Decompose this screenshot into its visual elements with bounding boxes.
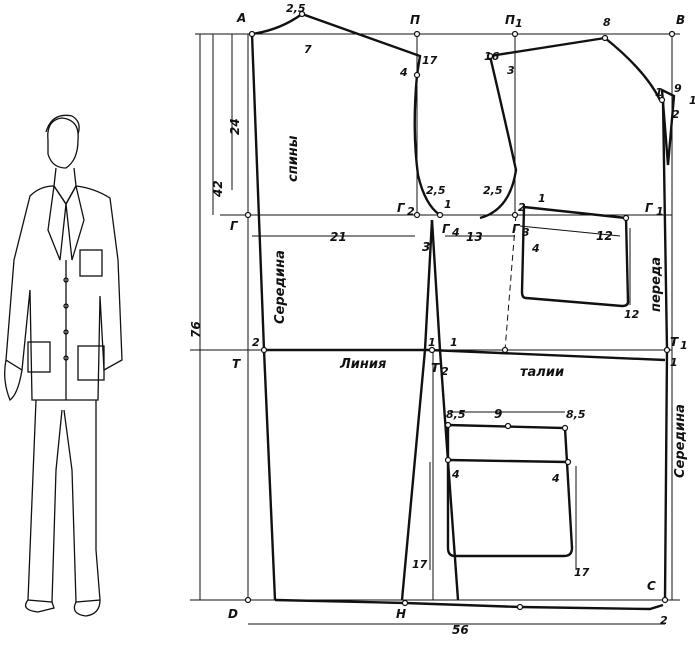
waist-label-2: талии — [520, 365, 564, 380]
point-H: Н — [396, 607, 406, 621]
svg-text:2,5: 2,5 — [483, 184, 503, 197]
jacket-figure-illustration — [4, 114, 123, 617]
svg-text:1: 1 — [670, 356, 678, 369]
svg-text:2: 2 — [660, 614, 668, 627]
svg-text:2: 2 — [252, 336, 260, 349]
dimension-labels: 42 24 76 21 3 13 56 12 9 — [189, 118, 613, 637]
back-center-label-2: Середина — [273, 250, 288, 324]
dim-21: 21 — [330, 230, 347, 244]
dim-56: 56 — [452, 623, 469, 637]
svg-text:4: 4 — [451, 468, 460, 481]
svg-text:8,5: 8,5 — [566, 408, 586, 421]
svg-text:1: 1 — [444, 198, 452, 211]
svg-text:2: 2 — [518, 201, 526, 214]
svg-text:1: 1 — [655, 86, 663, 99]
reference-points — [244, 10, 676, 611]
back-center-label-1: спины — [286, 135, 301, 182]
svg-text:9: 9 — [674, 82, 682, 95]
svg-text:2: 2 — [672, 108, 680, 121]
svg-text:17: 17 — [412, 558, 428, 571]
point-G3: Г — [512, 222, 521, 236]
dim-3: 3 — [422, 240, 430, 254]
dim-24: 24 — [228, 118, 242, 135]
measurement-marks: 2,5 7 17 4 16 3 8 9 1 1 2 2,5 1 2,5 2 1 … — [252, 2, 695, 627]
svg-text:1: 1 — [656, 205, 664, 218]
svg-text:8: 8 — [603, 16, 611, 29]
svg-text:16: 16 — [484, 50, 500, 63]
pocket-flap-lines — [432, 225, 621, 600]
point-A: А — [236, 11, 246, 25]
waist-labels: Линия талии — [339, 357, 564, 380]
point-G4: Г — [442, 222, 451, 236]
dim-12-h: 12 — [596, 229, 613, 243]
svg-text:1: 1 — [680, 339, 688, 352]
waist-label-1: Линия — [339, 357, 386, 372]
dimension-lines — [199, 34, 665, 625]
point-T1: Т — [670, 335, 679, 349]
point-T2: Т — [431, 361, 440, 375]
svg-text:1: 1 — [538, 192, 546, 205]
point-C: С — [647, 579, 656, 593]
svg-text:2,5: 2,5 — [426, 184, 446, 197]
svg-text:3: 3 — [507, 64, 515, 77]
dim-9: 9 — [494, 407, 502, 421]
svg-text:17: 17 — [422, 54, 438, 67]
point-D: D — [228, 607, 238, 621]
svg-text:2: 2 — [407, 205, 415, 218]
svg-text:2: 2 — [441, 365, 449, 378]
dim-13: 13 — [466, 230, 483, 244]
svg-text:4: 4 — [451, 226, 460, 239]
point-P1: П — [505, 13, 515, 27]
dim-76: 76 — [189, 321, 203, 338]
svg-text:12: 12 — [624, 308, 640, 321]
point-G: Г — [230, 219, 239, 233]
point-B: В — [676, 13, 685, 27]
front-center-label-2: Середина — [673, 404, 688, 478]
point-G2: Г — [397, 201, 406, 215]
svg-text:7: 7 — [304, 43, 312, 56]
svg-text:4: 4 — [551, 472, 560, 485]
dim-42: 42 — [211, 180, 225, 198]
point-T: Т — [232, 357, 241, 371]
svg-text:1: 1 — [428, 336, 436, 349]
pattern-contours — [250, 12, 676, 611]
svg-text:1: 1 — [515, 17, 523, 30]
svg-text:3: 3 — [522, 226, 530, 239]
svg-text:8,5: 8,5 — [446, 408, 466, 421]
vertical-labels: спины Середина переда Середина — [273, 135, 688, 478]
svg-text:2,5: 2,5 — [286, 2, 306, 15]
front-center-label-1: переда — [649, 257, 664, 312]
point-P: П — [410, 13, 420, 27]
svg-text:1: 1 — [689, 94, 695, 107]
svg-text:4: 4 — [531, 242, 540, 255]
point-G1: Г — [645, 201, 654, 215]
svg-text:17: 17 — [574, 566, 590, 579]
svg-text:4: 4 — [399, 66, 408, 79]
svg-text:1: 1 — [450, 336, 458, 349]
